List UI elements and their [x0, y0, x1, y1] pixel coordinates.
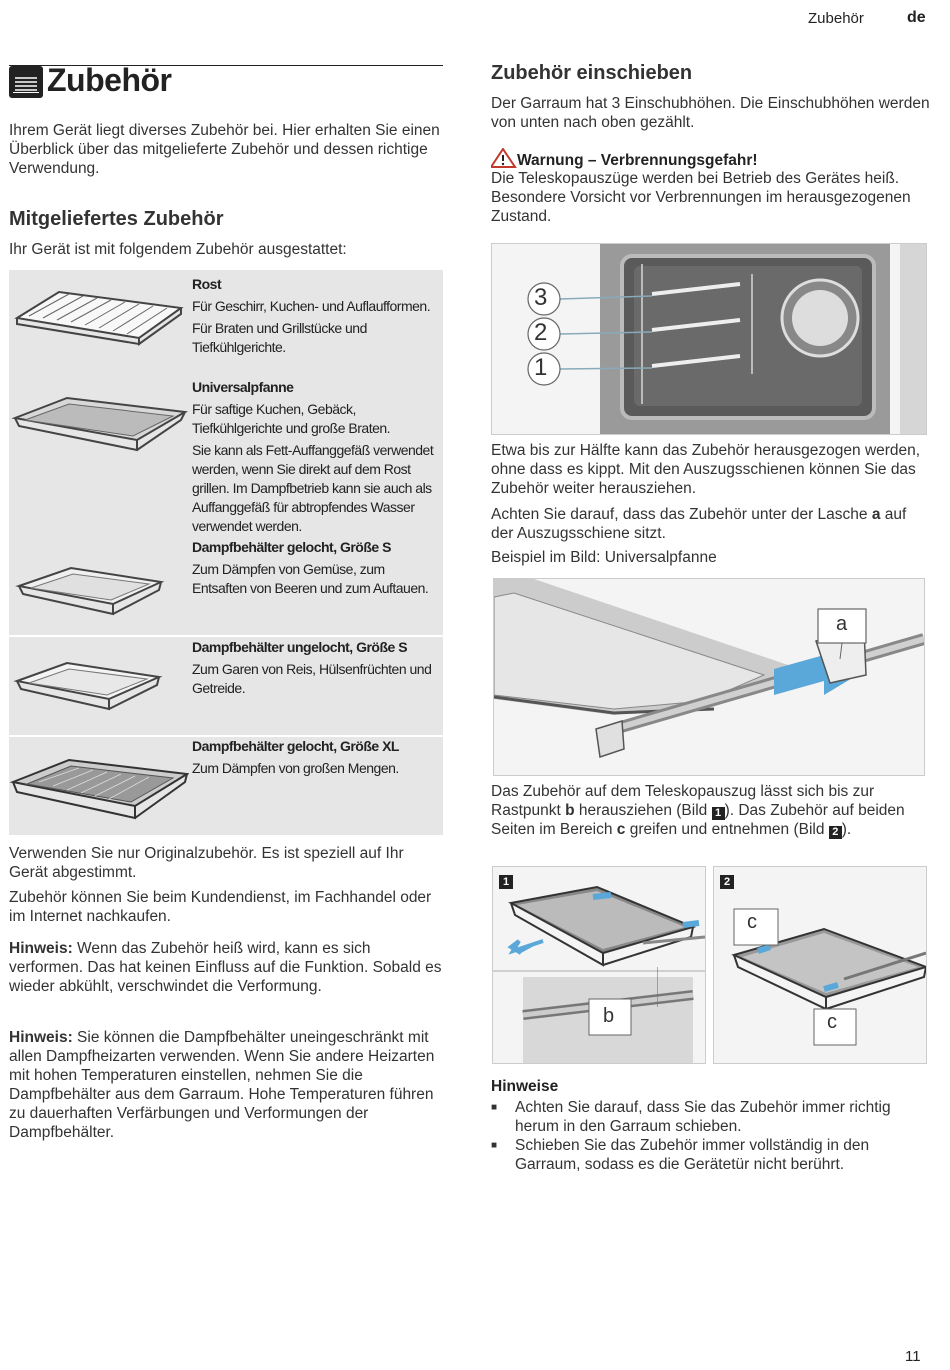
pull-out-figure-1: 1 b — [492, 866, 706, 1064]
original-accessory-note: Verwenden Sie nur Originalzubehör. Es is… — [9, 845, 404, 881]
figure-2-badge: 2 — [720, 875, 734, 889]
grip-area-label-bottom: c — [827, 1011, 837, 1033]
tab-letter: a — [871, 506, 881, 523]
hint-text: Sie können die Dampfbehälter uneingeschr… — [9, 1029, 435, 1141]
supplied-lead: Ihr Gerät ist mit folgendem Zubehör ausg… — [9, 241, 347, 258]
tab-text: Achten Sie darauf, dass das Zubehör unte… — [491, 506, 907, 542]
header-section: Zubehör — [808, 10, 864, 27]
wire-rack-image — [9, 278, 189, 368]
level-3-label: 3 — [534, 284, 548, 311]
accessory-name: Dampfbehälter gelocht, Größe XL — [192, 738, 399, 754]
accessory-desc: Sie kann als Fett-Auffanggefäß verwendet… — [192, 442, 434, 534]
accessory-desc: Zum Dämpfen von großen Mengen. — [192, 760, 399, 776]
accessory-desc: Zum Garen von Reis, Hülsenfrüchten und G… — [192, 661, 432, 696]
purchase-note: Zubehör können Sie beim Kundendienst, im… — [9, 889, 432, 925]
warning-text: Die Teleskopauszüge werden bei Betrieb d… — [491, 170, 911, 225]
steam-container-perforated-xl-image — [9, 752, 190, 830]
intro-text: Ihrem Gerät liegt diverses Zubehör bei. … — [9, 122, 440, 177]
hint-text: Wenn das Zubehör heiß wird, kann es sich… — [9, 940, 442, 995]
rest-point-label: b — [603, 1005, 615, 1027]
accessory-universalpfanne: Universalpfanne Für saftige Kuchen, Gebä… — [192, 378, 440, 536]
figure-number-badge: 2 — [828, 826, 842, 839]
accessory-desc: Für Braten und Grillstücke und Tiefkühlg… — [192, 320, 367, 355]
insert-heading: Zubehör einschieben — [491, 62, 693, 84]
hint-deformation: Hinweis: Wenn das Zubehör heiß wird, kan… — [9, 939, 443, 996]
figure-number-badge: 1 — [711, 807, 725, 820]
accessory-desc: Für saftige Kuchen, Gebäck, Tiefkühlgeri… — [192, 401, 391, 436]
list-item: ■Achten Sie darauf, dass Sie das Zubehör… — [491, 1099, 891, 1135]
half-pull-text: Etwa bis zur Hälfte kann das Zubehör her… — [491, 442, 921, 497]
pull-out-figure-2: 2 c c — [713, 866, 930, 1064]
accessory-rost: Rost Für Geschirr, Kuchen- und Auflauffo… — [192, 275, 440, 357]
hint-label: Hinweis: — [9, 940, 73, 957]
supplied-heading: Mitgeliefertes Zubehör — [9, 208, 224, 230]
warning-icon — [489, 147, 517, 169]
accessory-name: Dampfbehälter ungelocht, Größe S — [192, 639, 408, 655]
level-2-label: 2 — [534, 319, 548, 346]
example-caption: Beispiel im Bild: Universalpfanne — [491, 549, 717, 566]
page-number: 11 — [905, 1348, 921, 1365]
accessory-name: Rost — [192, 276, 222, 292]
hint-steam-containers: Hinweis: Sie können die Dampfbehälter un… — [9, 1028, 443, 1142]
accessory-dampfbehaelter-xl-gelocht: Dampfbehälter gelocht, Größe XL Zum Dämp… — [192, 737, 440, 778]
page-title: Zubehör — [47, 62, 172, 98]
oven-levels-figure: 3 2 1 — [491, 243, 927, 435]
notes-heading: Hinweise — [491, 1078, 559, 1095]
tab-figure-label: a — [836, 613, 848, 635]
pull-out-text: Das Zubehör auf dem Teleskopauszug lässt… — [491, 783, 905, 839]
accessory-icon — [9, 66, 43, 98]
bullet-icon: ■ — [491, 1102, 498, 1113]
accessory-dampfbehaelter-s-ungelocht: Dampfbehälter ungelocht, Größe S Zum Gar… — [192, 638, 440, 698]
bullet-icon: ■ — [491, 1140, 498, 1151]
rail-tab-figure: a — [493, 578, 926, 776]
level-1-label: 1 — [534, 354, 548, 381]
hint-label: Hinweis: — [9, 1029, 73, 1046]
steam-container-unperforated-s-image — [9, 655, 189, 717]
title-rule — [9, 65, 443, 66]
list-item: ■Schieben Sie das Zubehör immer vollstän… — [491, 1137, 870, 1173]
steam-container-perforated-s-image — [9, 562, 189, 622]
notes-list: ■Achten Sie darauf, dass Sie das Zubehör… — [491, 1098, 931, 1174]
accessory-dampfbehaelter-s-gelocht: Dampfbehälter gelocht, Größe S Zum Dämpf… — [192, 538, 440, 598]
accessory-name: Dampfbehälter gelocht, Größe S — [192, 539, 391, 555]
header-language: de — [907, 9, 926, 26]
accessory-name: Universalpfanne — [192, 379, 294, 395]
levels-text: Der Garraum hat 3 Einschubhöhen. Die Ein… — [491, 95, 930, 131]
warning-title: Warnung – Verbrennungsgefahr! — [489, 147, 758, 170]
universal-pan-image — [9, 388, 189, 468]
grip-area-label-top: c — [747, 911, 757, 933]
accessory-desc: Zum Dämpfen von Gemüse, zum Entsaften vo… — [192, 561, 429, 596]
figure-1-badge: 1 — [499, 875, 513, 889]
accessory-desc: Für Geschirr, Kuchen- und Auflaufformen. — [192, 298, 431, 314]
